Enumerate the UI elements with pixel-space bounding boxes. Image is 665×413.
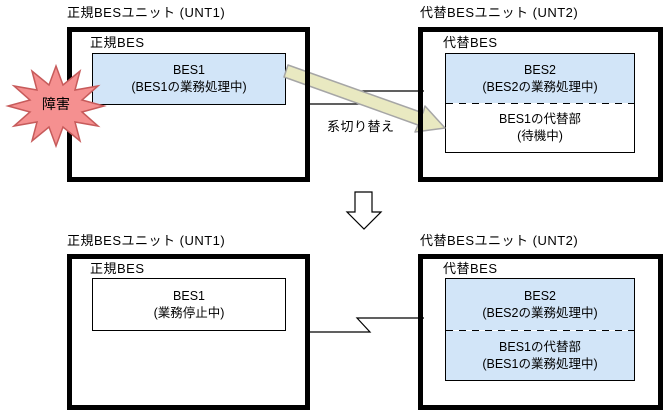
unit1-after-label: 正規BES (90, 261, 145, 276)
unit2-after-title: 代替BESユニット (UNT2) (420, 233, 579, 248)
bes2-section-line2: (BES2の業務処理中) (482, 79, 598, 94)
active-divider-dashed-line (446, 330, 634, 331)
unit2-before-title: 代替BESユニット (UNT2) (420, 5, 579, 20)
connection-line-bottom (305, 317, 424, 333)
unit1-before-label: 正規BES (90, 35, 145, 50)
bes2-section-after-line2: (BES2の業務処理中) (482, 305, 598, 320)
bes2-section-line1: BES2 (524, 62, 556, 77)
alt-section-line2: (待機中) (517, 129, 563, 143)
alt-section-line1: BES1の代替部 (499, 112, 581, 126)
unit2-before-box (418, 27, 663, 182)
bes2-section-after-line1: BES2 (524, 288, 556, 303)
bes2-split-node-after: BES2 (BES2の業務処理中) BES1の代替部 (BES1の業務処理中) (445, 278, 635, 381)
flow-down-arrow-icon (345, 191, 383, 230)
bes1-node-after-line2: (業務停止中) (153, 305, 225, 320)
failure-label: 障害 (42, 96, 70, 112)
bes1-node-after: BES1 (業務停止中) (92, 278, 286, 331)
bes2-section-after: BES2 (BES2の業務処理中) (446, 279, 634, 330)
bes1-alternate-section-before: BES1の代替部 (待機中) (446, 104, 634, 152)
unit1-after-title: 正規BESユニット (UNT1) (67, 233, 226, 248)
bes1-node-after-line1: BES1 (173, 288, 205, 303)
connection-line-top (305, 90, 424, 105)
unit1-before-title: 正規BESユニット (UNT1) (67, 5, 226, 20)
bes2-split-node-before: BES2 (BES2の業務処理中) BES1の代替部 (待機中) (445, 53, 635, 153)
bes1-alternate-section-after: BES1の代替部 (BES1の業務処理中) (446, 331, 634, 380)
unit1-before-box (67, 27, 310, 182)
bes2-section-before: BES2 (BES2の業務処理中) (446, 54, 634, 103)
unit1-after-box (67, 254, 310, 410)
alt-section-after-line2: (BES1の業務処理中) (482, 356, 598, 371)
bes1-node-line1: BES1 (173, 63, 205, 77)
switchover-label: 系切り替え (327, 119, 395, 134)
unit2-before-label: 代替BES (443, 35, 498, 50)
unit2-after-box (418, 254, 663, 410)
standby-divider-dashed-line (446, 103, 634, 104)
bes1-node-before: BES1 (BES1の業務処理中) (92, 53, 286, 105)
alt-section-after-line1: BES1の代替部 (499, 339, 581, 354)
bes1-node-line2: (BES1の業務処理中) (131, 80, 247, 94)
unit2-after-label: 代替BES (443, 261, 498, 276)
